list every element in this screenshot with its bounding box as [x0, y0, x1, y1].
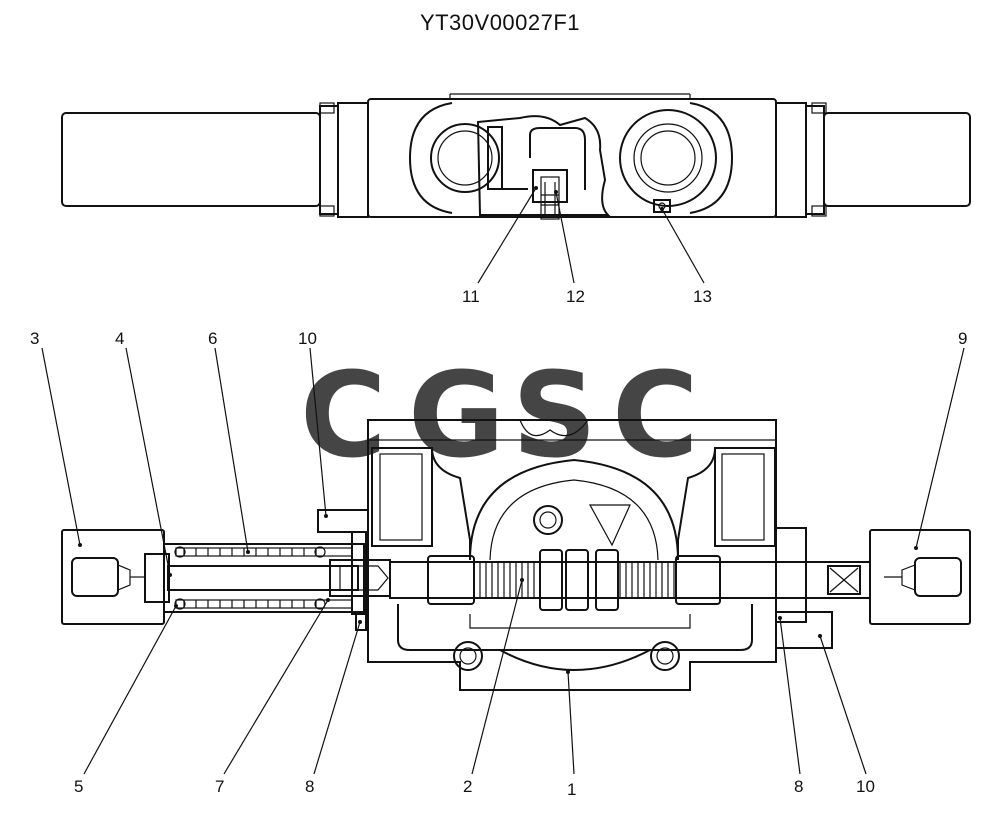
watermark: C G S C: [300, 346, 699, 484]
arch: [469, 458, 679, 561]
callout-10-right: 10: [856, 777, 875, 796]
callout-7: 7: [215, 777, 224, 796]
callout-5: 5: [74, 777, 83, 796]
watermark-letter-1: C: [300, 346, 387, 484]
callout-13: 13: [693, 287, 712, 306]
spring-housing: [163, 543, 365, 613]
spool-rod-right: [719, 561, 871, 599]
left-port: [430, 123, 500, 193]
mount-hole-right: [650, 641, 680, 671]
top-body: [367, 98, 777, 218]
top-right-cap: [823, 112, 971, 207]
callout-8-left: 8: [305, 777, 314, 796]
top-right-neck: [775, 102, 807, 218]
valve-body: [367, 419, 777, 691]
watermark-letter-4: C: [612, 346, 699, 484]
top-left-collar: [319, 105, 339, 215]
spool-grooves: [479, 562, 675, 598]
callout-9: 9: [958, 329, 967, 348]
chamber-right: [714, 447, 776, 547]
top-callouts: 11 12 13: [462, 186, 712, 306]
spool-rod-left: [167, 565, 359, 591]
check-valve: [532, 169, 568, 203]
callout-6: 6: [208, 329, 217, 348]
callout-4: 4: [115, 329, 124, 348]
chamber-left: [371, 447, 433, 547]
callout-8-right: 8: [794, 777, 803, 796]
callout-12: 12: [566, 287, 585, 306]
section-view: [61, 419, 971, 691]
watermark-letter-2: G: [408, 346, 505, 484]
section-callouts: 3 4 6 10 9 5 7 8 2 1 8 10: [30, 329, 967, 799]
callout-1: 1: [567, 780, 576, 799]
top-left-neck: [337, 102, 369, 218]
main-spool: [389, 561, 721, 599]
callout-2: 2: [463, 777, 472, 796]
left-cap-section: [61, 529, 165, 625]
flange-right: [775, 611, 833, 649]
diagram-title: YT30V00027F1: [419, 10, 581, 35]
plug-13: [653, 199, 671, 213]
callout-11: 11: [462, 287, 480, 306]
callout-3: 3: [30, 329, 39, 348]
top-view: [61, 93, 971, 220]
cutaway: [476, 115, 611, 216]
mount-hole-left: [453, 641, 483, 671]
top-left-cap: [61, 112, 321, 207]
right-port: [619, 109, 717, 207]
callout-10-left: 10: [298, 329, 317, 348]
top-right-collar: [805, 105, 825, 215]
passage: [487, 126, 503, 190]
